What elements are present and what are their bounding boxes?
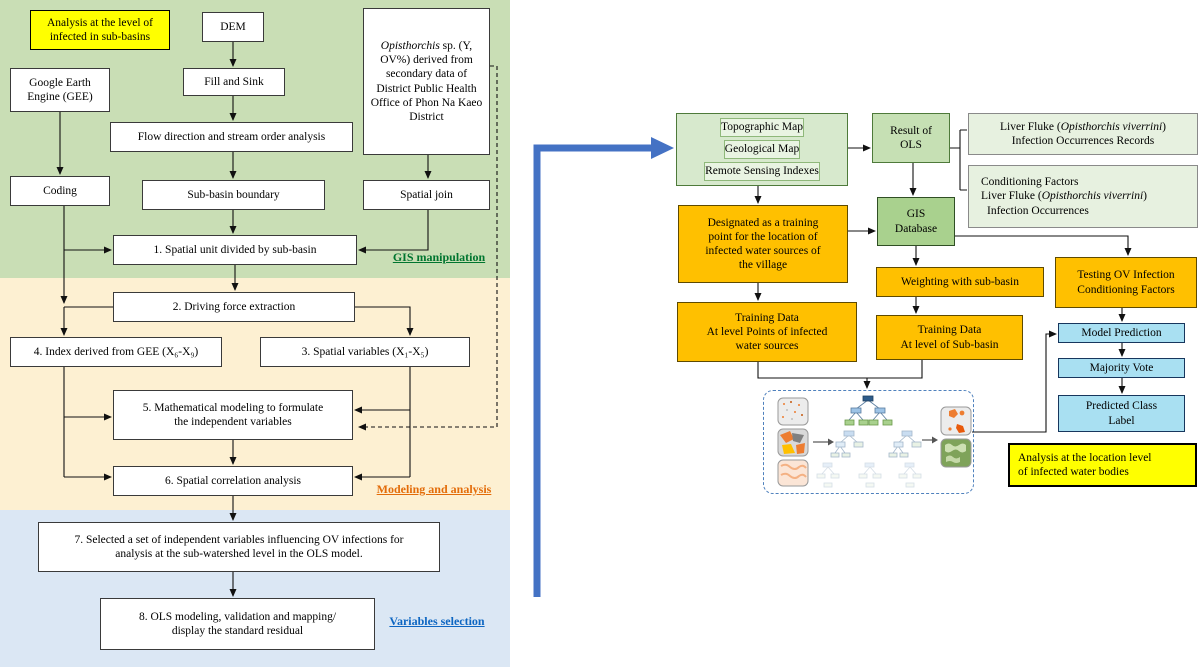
step2-driving-force-box: 2. Driving force extraction [113, 292, 355, 322]
topographic-map-box: Topographic Map [720, 118, 804, 137]
decision-tree-icon [830, 430, 864, 458]
step6-spatial-correlation-box: 6. Spatial correlation analysis [113, 466, 353, 496]
training-data-points-box: Training Data At level Points of infecte… [677, 302, 857, 362]
remote-sensing-indexes-box: Remote Sensing Indexes [704, 162, 820, 181]
model-prediction-box: Model Prediction [1058, 323, 1185, 343]
bracket-resultols-to-records [950, 129, 967, 191]
training-data-subbasin-box: Training Data At level of Sub-basin [876, 315, 1023, 360]
infection-records-box: Liver Fluke (Opisthorchis viverrini) Inf… [968, 113, 1198, 155]
line-training-merge [757, 360, 923, 379]
designated-training-point-box: Designated as a training point for the l… [678, 205, 848, 283]
spatial-join-box: Spatial join [363, 180, 490, 210]
gis-database-box: GIS Database [877, 197, 955, 246]
flow-arrow-icon [922, 436, 938, 444]
modeling-analysis-label: Modeling and analysis [376, 482, 492, 496]
opisthorchis-source-box: Opisthorchis sp. (Y, OV%) derived from s… [363, 8, 490, 155]
majority-vote-box: Majority Vote [1058, 358, 1185, 378]
decision-tree-icon [858, 462, 882, 488]
infection-records-text: Liver Fluke (Opisthorchis viverrini) Inf… [1000, 120, 1166, 147]
opisthorchis-source-text: Opisthorchis sp. (Y, OV%) derived from s… [370, 40, 483, 123]
gis-manipulation-label: GIS manipulation [392, 250, 486, 264]
scatter-map-icon [777, 397, 809, 426]
subbasin-boundary-box: Sub-basin boundary [142, 180, 325, 210]
conditioning-line3: Infection Occurrences [987, 204, 1089, 217]
highlight-subbasin-level-box: Analysis at the level of infected in sub… [30, 10, 170, 50]
decision-tree-icon [816, 462, 840, 488]
decision-tree-icon [844, 395, 893, 426]
step7-selected-variables-box: 7. Selected a set of independent variabl… [38, 522, 440, 572]
predicted-class-label-box: Predicted Class Label [1058, 395, 1185, 432]
step5-mathematical-modeling-box: 5. Mathematical modeling to formulate th… [113, 390, 353, 440]
step4-index-gee-box: 4. Index derived from GEE (X₆-X₉) [10, 337, 222, 367]
green-map-icon [940, 438, 972, 468]
conditioning-line2: Liver Fluke (Opisthorchis viverrini) [981, 190, 1147, 203]
decision-tree-icon [888, 430, 922, 458]
pattern-map-icon [777, 459, 809, 487]
dem-box: DEM [202, 12, 264, 42]
classified-map-icon [940, 406, 972, 436]
step3-spatial-variables-box: 3. Spatial variables (X₁-X₅) [260, 337, 470, 367]
big-blue-arrow [533, 137, 674, 597]
landuse-map-icon [777, 428, 809, 457]
coding-box: Coding [10, 176, 110, 206]
conditioning-factors-box: Conditioning Factors Liver Fluke (Opisth… [968, 165, 1198, 228]
flow-arrow-icon [813, 438, 834, 446]
geological-map-box: Geological Map [723, 140, 801, 159]
variables-selection-label: Variables selection [389, 614, 485, 628]
arrow-gisdb-to-testing [955, 235, 1132, 256]
weighting-subbasin-box: Weighting with sub-basin [876, 267, 1044, 297]
testing-ov-infection-box: Testing OV Infection Conditioning Factor… [1055, 257, 1197, 308]
result-of-ols-box: Result of OLS [872, 113, 950, 163]
step1-spatial-unit-box: 1. Spatial unit divided by sub-basin [113, 235, 357, 265]
fill-and-sink-box: Fill and Sink [183, 68, 285, 96]
flow-direction-box: Flow direction and stream order analysis [110, 122, 353, 152]
random-forest-illustration-box [763, 390, 974, 494]
google-earth-engine-box: Google Earth Engine (GEE) [10, 68, 110, 112]
highlight-water-bodies-box: Analysis at the location level of infect… [1008, 443, 1197, 487]
conditioning-line1: Conditioning Factors [981, 176, 1079, 189]
step8-ols-modeling-box: 8. OLS modeling, validation and mapping/… [100, 598, 375, 650]
map-inputs-group-box: Topographic Map Geological Map Remote Se… [676, 113, 848, 186]
decision-tree-icon [898, 462, 922, 488]
random-forest-graphic [777, 395, 972, 488]
